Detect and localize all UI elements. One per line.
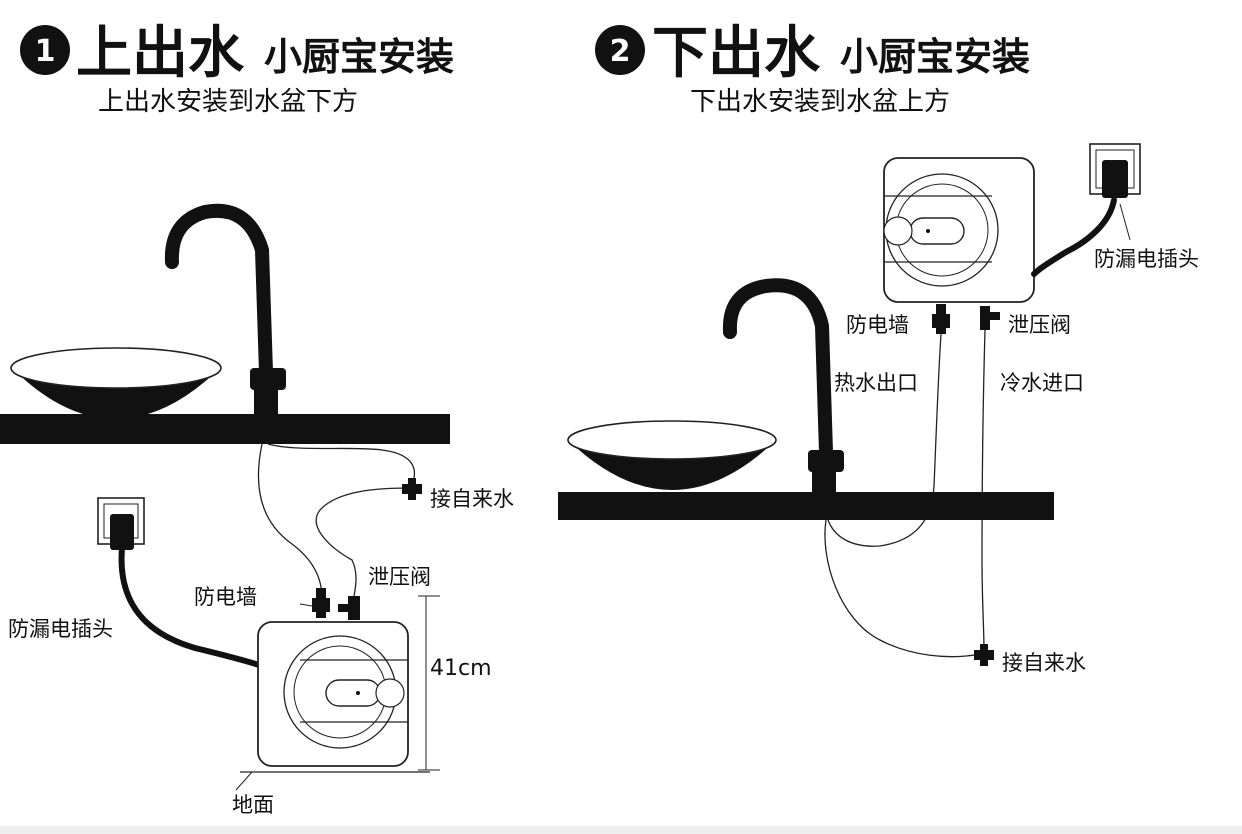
- left-pressure-valve-icon: [338, 596, 360, 620]
- right-anti-shock-valve-icon: [932, 304, 950, 334]
- right-basin-icon: [567, 420, 777, 490]
- right-hot-water-outlet-label: 热水出口: [834, 371, 918, 395]
- left-hot-hose: [257, 443, 323, 599]
- right-subtitle: 下出水安装到水盆上方: [690, 87, 950, 117]
- right-number: 2: [610, 34, 631, 69]
- left-title-big: 上出水: [76, 21, 245, 86]
- left-subtitle: 上出水安装到水盆下方: [98, 87, 358, 117]
- right-water-heater-icon: [883, 157, 1035, 303]
- left-anti-shock-valve-icon: [312, 588, 330, 618]
- left-tap-water-valve-icon: [402, 478, 422, 500]
- right-pressure-valve-icon: [980, 306, 1000, 330]
- left-floor-label: 地面: [232, 793, 274, 817]
- right-title-small: 小厨宝安装: [840, 35, 1030, 79]
- left-water-heater-icon: [257, 621, 409, 767]
- right-leakage-plug-label: 防漏电插头: [1094, 247, 1199, 271]
- right-countertop: [558, 492, 1054, 520]
- right-anti-shock-wall-label: 防电墙: [846, 313, 909, 337]
- right-pressure-valve-label: 泄压阀: [1008, 313, 1071, 337]
- bottom-strip: [0, 826, 1242, 834]
- left-title-small: 小厨宝安装: [264, 35, 454, 79]
- left-anti-shock-wall-label: 防电墙: [194, 585, 257, 609]
- left-tap-water-label: 接自来水: [430, 487, 514, 511]
- left-number-badge: 1: [20, 25, 70, 75]
- left-panel: 1 上出水 小厨宝安装 上出水安装到水盆下方 接自来水: [0, 21, 514, 817]
- left-power-cable: [118, 545, 265, 669]
- right-wall-socket-icon: [1089, 143, 1141, 198]
- right-panel: 2 下出水 小厨宝安装 下出水安装到水盆上方 防漏电插头: [558, 21, 1199, 675]
- right-title-big: 下出水: [652, 21, 821, 86]
- right-tap-water-valve-icon: [974, 644, 994, 666]
- right-power-cable: [1031, 197, 1117, 277]
- left-number: 1: [35, 34, 56, 69]
- right-tap-water-label: 接自来水: [1002, 651, 1086, 675]
- right-cold-hose: [981, 329, 986, 651]
- left-height-label: 41cm: [430, 656, 492, 681]
- left-pressure-valve-label: 泄压阀: [368, 565, 431, 589]
- left-basin-icon: [10, 347, 222, 419]
- right-faucet-icon: [722, 278, 844, 494]
- left-faucet-icon: [164, 203, 286, 416]
- left-wall-socket-icon: [97, 497, 145, 550]
- left-cold-hose: [315, 487, 411, 597]
- right-cold-water-inlet-label: 冷水进口: [1000, 371, 1084, 395]
- left-countertop: [0, 414, 450, 444]
- right-number-badge: 2: [595, 25, 645, 75]
- right-supply-hose: [824, 519, 981, 658]
- left-supply-hose: [267, 443, 415, 489]
- left-leakage-plug-label: 防漏电插头: [8, 617, 113, 641]
